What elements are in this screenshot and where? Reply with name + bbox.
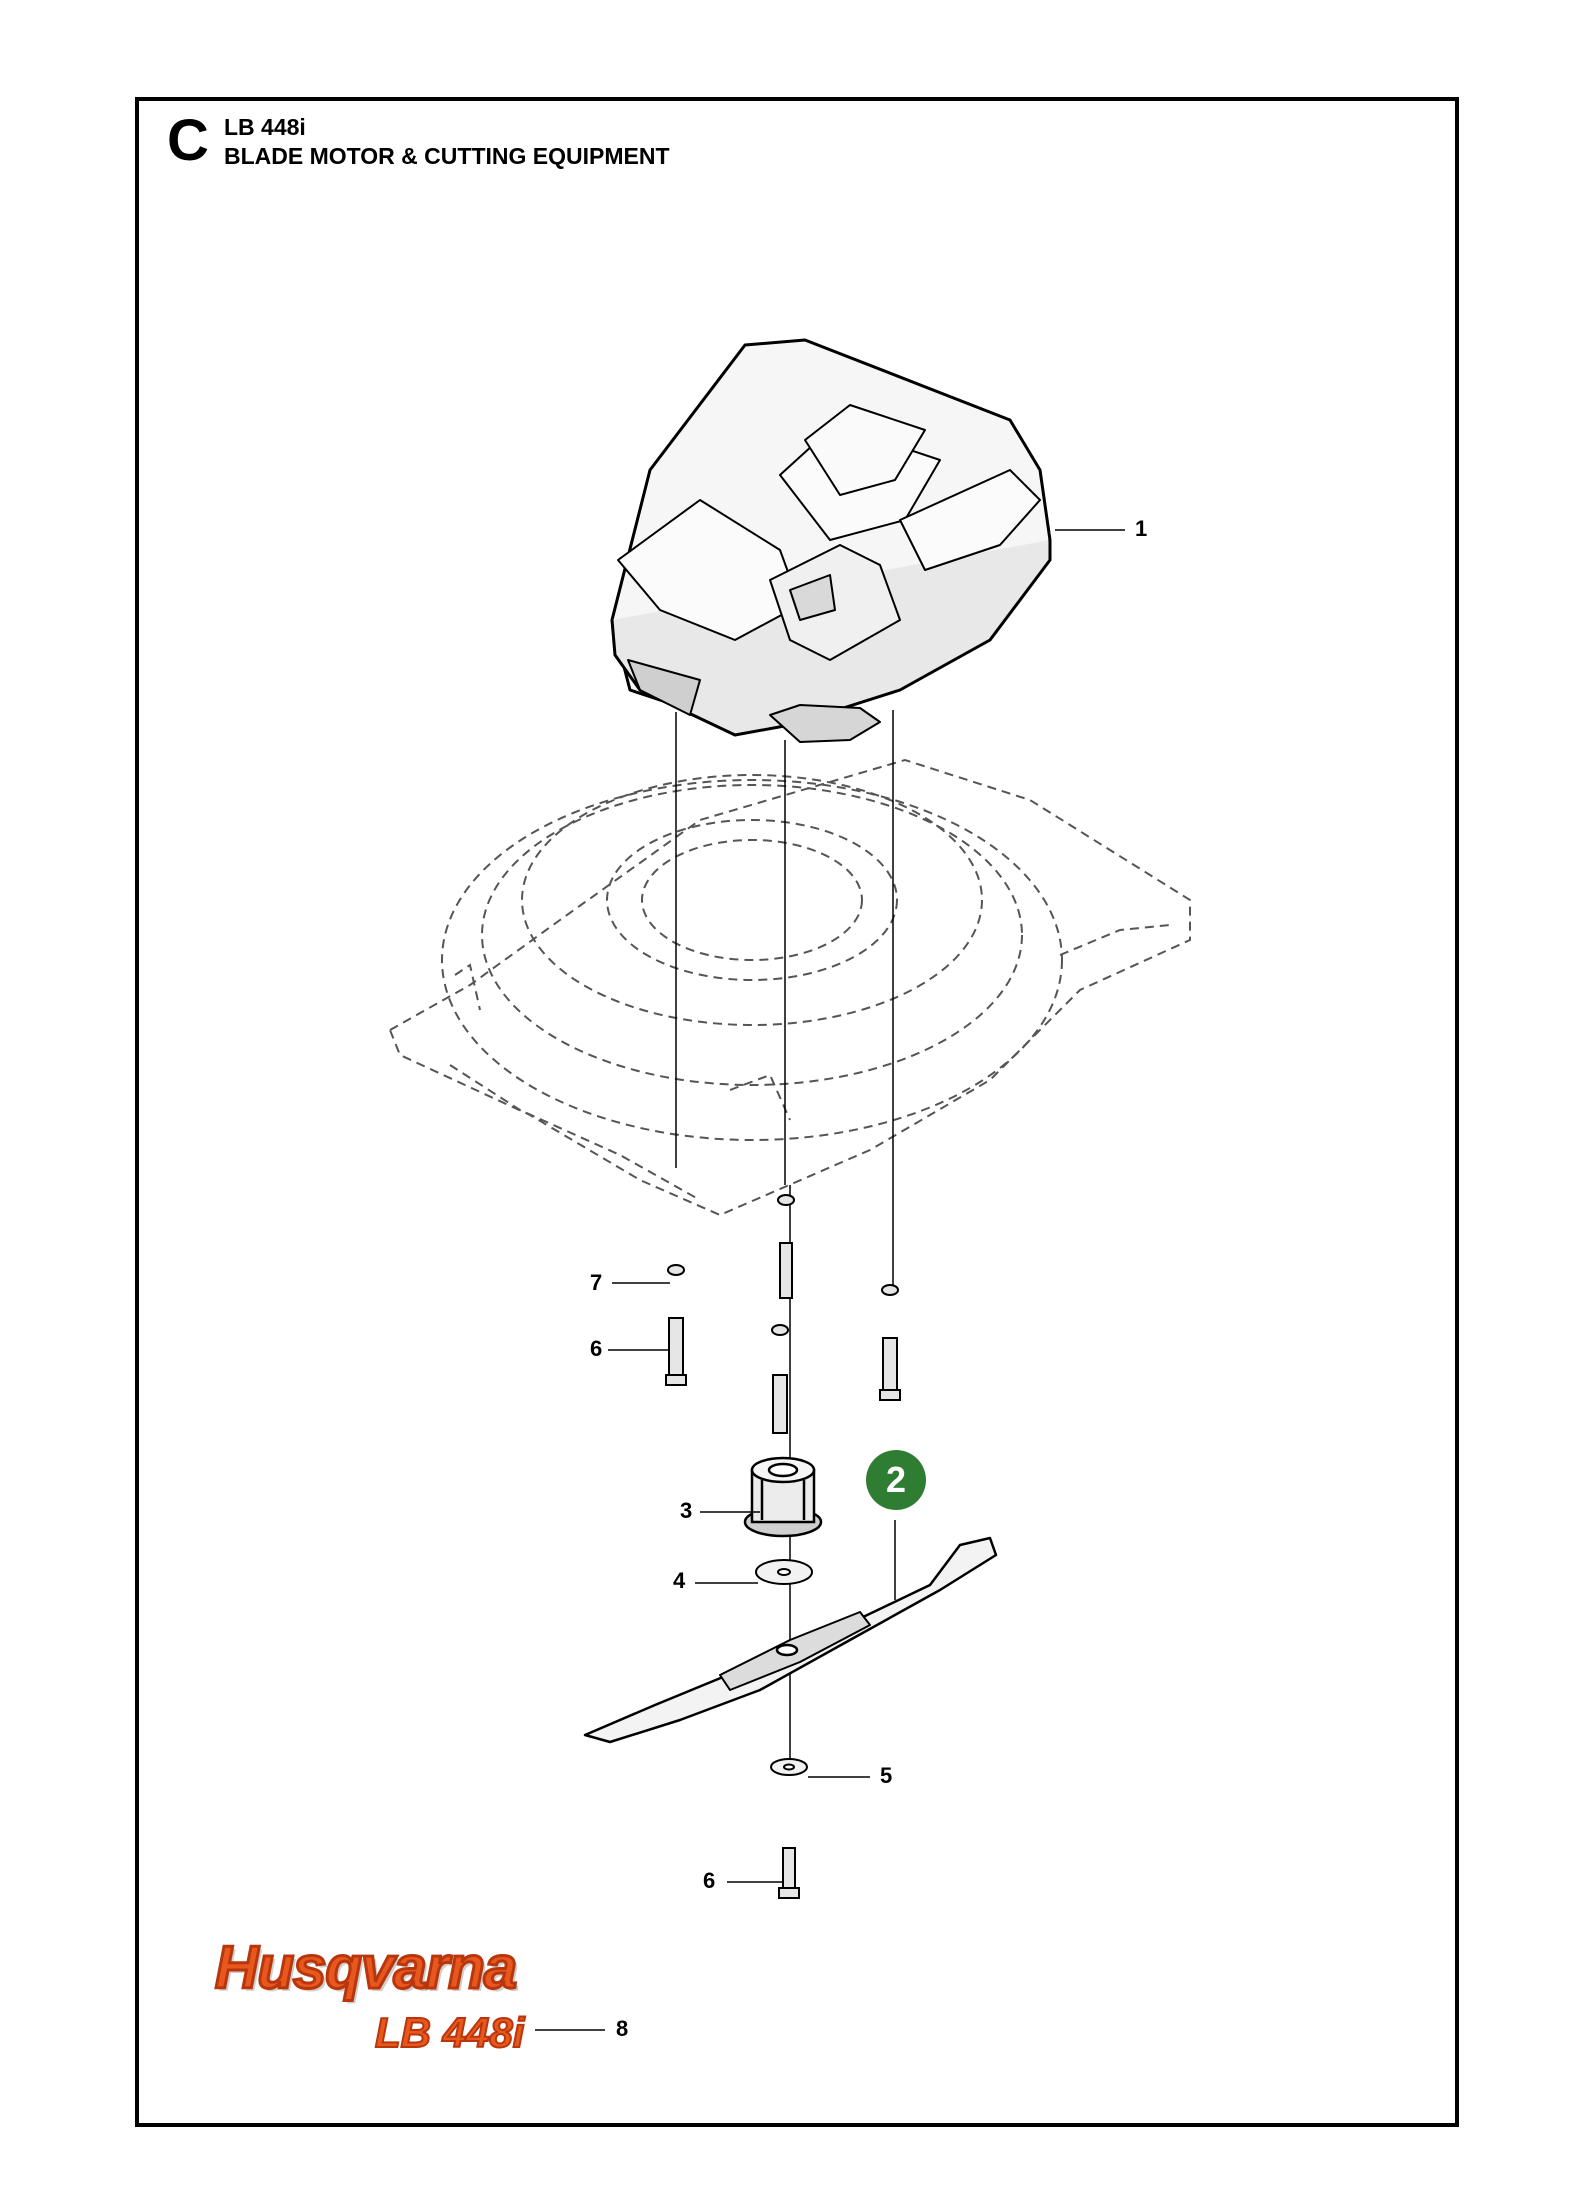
- callout-blade-badge: 2: [866, 1450, 926, 1510]
- blade-hub: [743, 1456, 823, 1538]
- blade-motor-housing: [610, 338, 1052, 743]
- assembly-lines: [675, 710, 894, 1770]
- callout-motor: 1: [1135, 516, 1148, 541]
- blade-bolt: [778, 1847, 800, 1899]
- callout-nut-left: 7: [590, 1270, 603, 1295]
- model-badge-logo: LB 448i: [374, 2009, 525, 2056]
- callout-bolt-left: 6: [590, 1336, 603, 1361]
- mower-deck: [388, 758, 1191, 1217]
- fasteners: [665, 1194, 901, 1434]
- washer-lower: [770, 1758, 808, 1776]
- section-letter: C: [167, 108, 209, 173]
- leader-lines: [535, 529, 1125, 2031]
- cutting-blade: [583, 1520, 998, 1744]
- washer-upper: [755, 1559, 813, 1585]
- callout-hub: 3: [680, 1498, 693, 1523]
- husqvarna-logo: Husqvarna: [213, 1934, 518, 2001]
- callout-decal: 8: [616, 2016, 629, 2041]
- callout-bolt-bottom: 6: [703, 1868, 716, 1893]
- callout-washer-lower: 5: [880, 1763, 893, 1788]
- callout-washer-upper: 4: [673, 1568, 686, 1593]
- page-frame: [135, 97, 1459, 2127]
- model-title: LB 448i: [224, 114, 306, 140]
- section-title: BLADE MOTOR & CUTTING EQUIPMENT: [224, 143, 670, 169]
